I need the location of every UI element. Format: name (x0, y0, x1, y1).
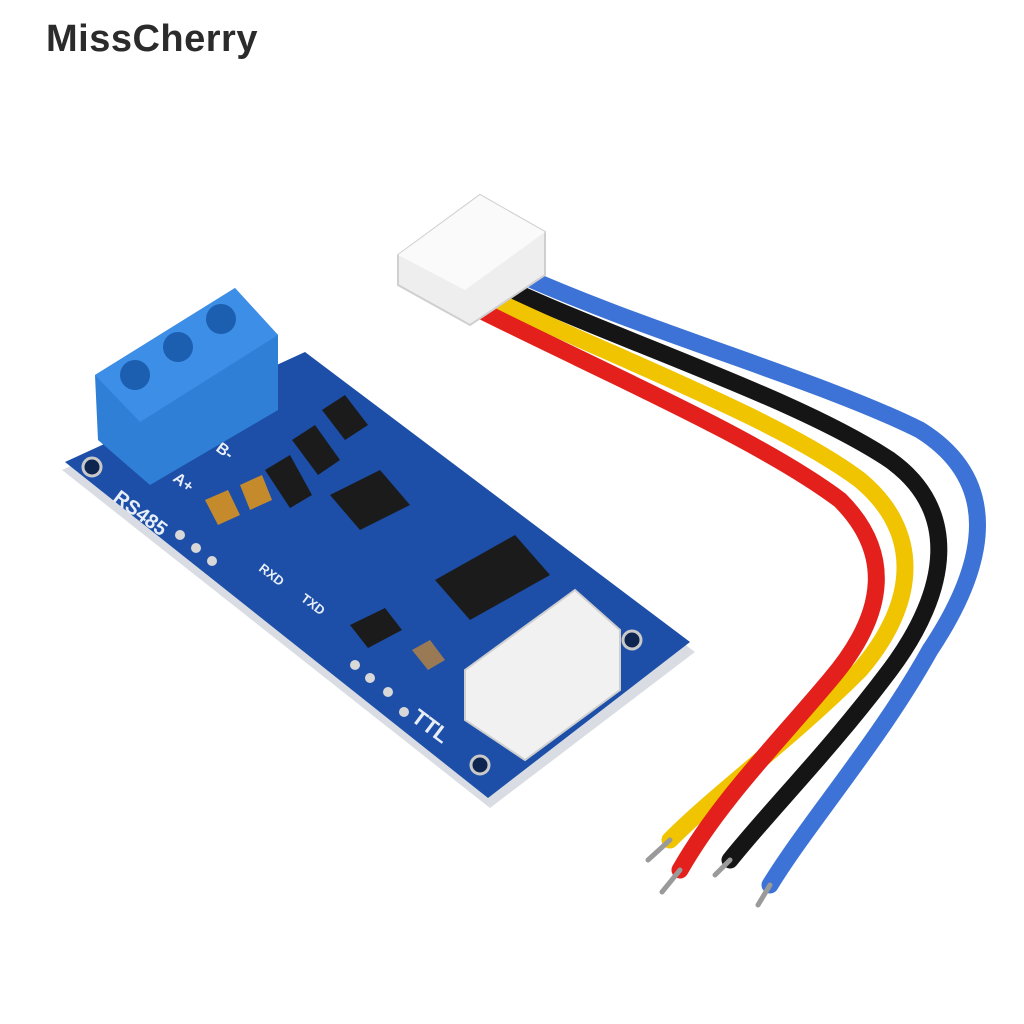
wire-black (491, 276, 948, 869)
screw-icon (120, 360, 150, 390)
wire-blue (501, 261, 986, 894)
capacitor (240, 475, 272, 510)
cable-connector (397, 193, 546, 327)
pin-header-rs485 (175, 530, 217, 566)
capacitor (412, 640, 445, 670)
pcb-board: RS485 TTL A+ B- RXD TXD (62, 352, 695, 808)
ic-chip (330, 470, 410, 530)
diode (292, 425, 340, 475)
wire-tips (645, 837, 773, 908)
screw-icon (206, 304, 236, 334)
diode (322, 395, 368, 440)
screw-terminal-block (95, 288, 278, 485)
diode (265, 455, 312, 508)
wire-bundle (471, 261, 986, 908)
pin-header-ttl (350, 660, 409, 717)
screw-icon (163, 332, 193, 362)
silk-b-minus: B- (213, 440, 237, 464)
ic-chip (435, 535, 550, 620)
ic-chip (350, 608, 402, 648)
watermark-logo: MissCherry (46, 18, 258, 60)
wire-red (471, 301, 885, 879)
board-connector (464, 588, 621, 762)
capacitor (205, 490, 240, 525)
